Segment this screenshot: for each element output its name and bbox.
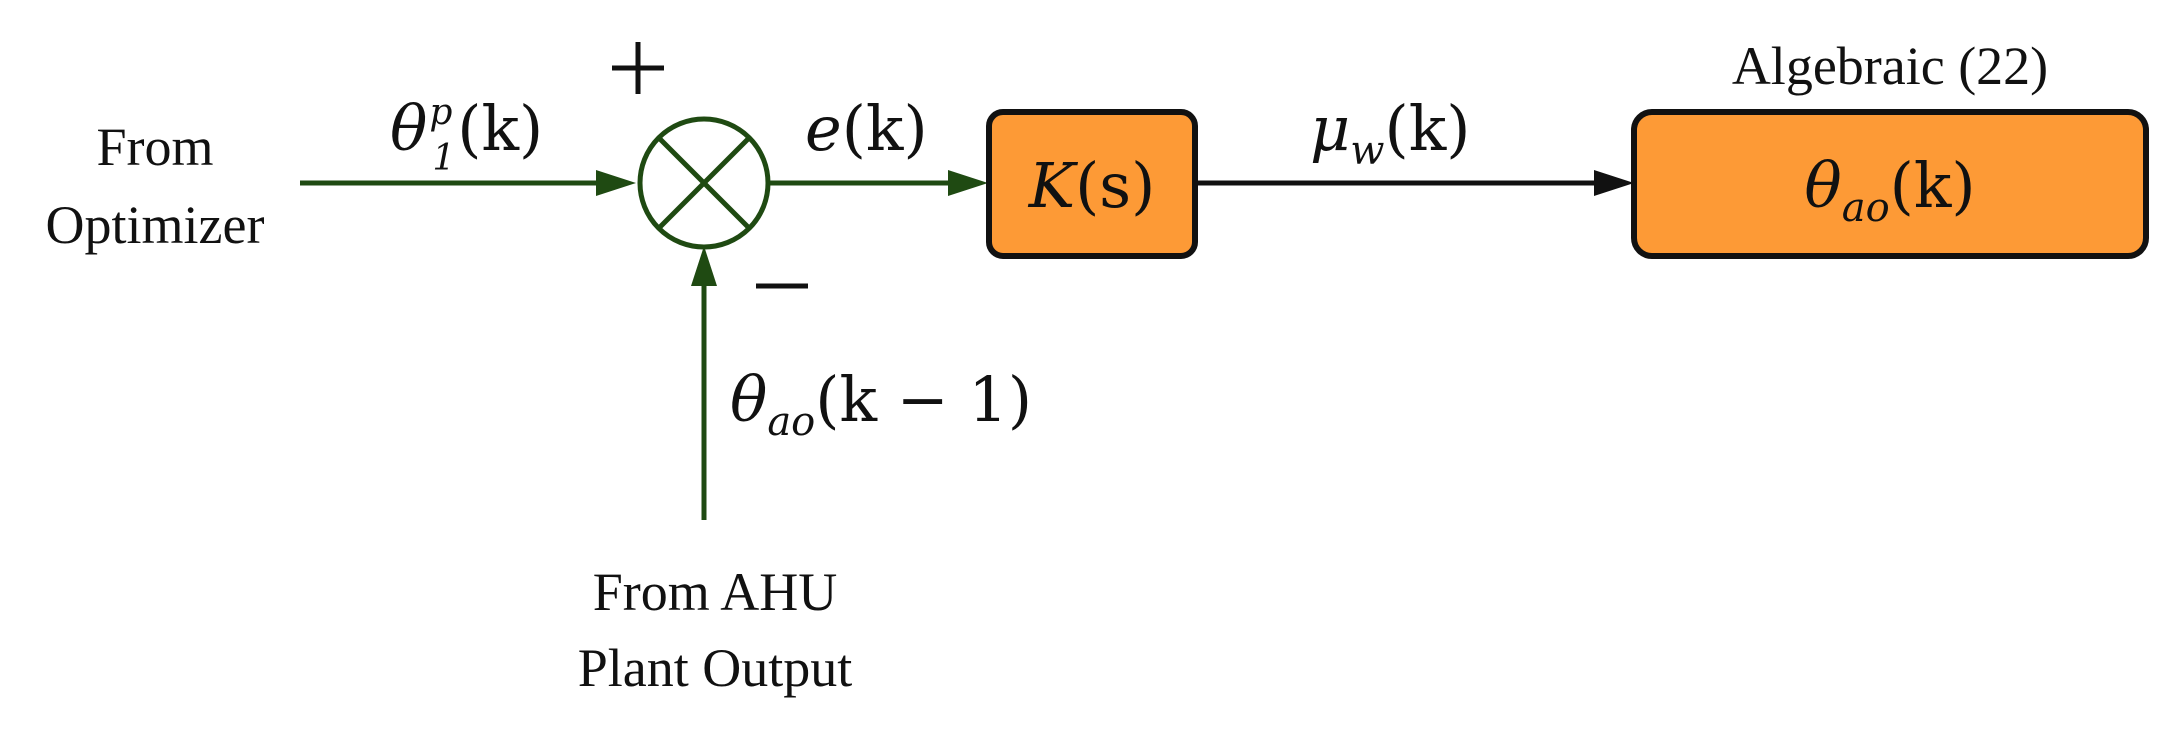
controller-block: K(s)	[986, 109, 1198, 259]
plus-sign	[612, 42, 664, 94]
algebraic-label: Algebraic (22)	[1732, 36, 2048, 96]
plant-output-expression: θao(k)	[1804, 149, 1975, 231]
from-ahu-label-line2: Plant Output	[578, 638, 853, 698]
reference-signal-arrow	[300, 170, 636, 196]
error-signal-label: e(k)	[805, 92, 928, 165]
controller-transfer-function: K(s)	[1028, 149, 1156, 222]
feedback-signal-arrow	[691, 246, 717, 520]
from-optimizer-label-line2: Optimizer	[46, 195, 265, 255]
summing-junction	[637, 116, 771, 250]
control-signal-label: μw(k)	[1310, 92, 1471, 174]
junction-cross-line-b	[657, 136, 751, 230]
from-ahu-label-line1: From AHU	[593, 562, 838, 622]
error-signal-arrow	[768, 170, 988, 196]
from-optimizer-label-line1: From	[96, 117, 213, 177]
control-signal-arrow	[1198, 170, 1634, 196]
algebraic-plant-block: θao(k)	[1631, 109, 2149, 259]
feedback-signal-label: θao(k − 1)	[730, 363, 1032, 445]
